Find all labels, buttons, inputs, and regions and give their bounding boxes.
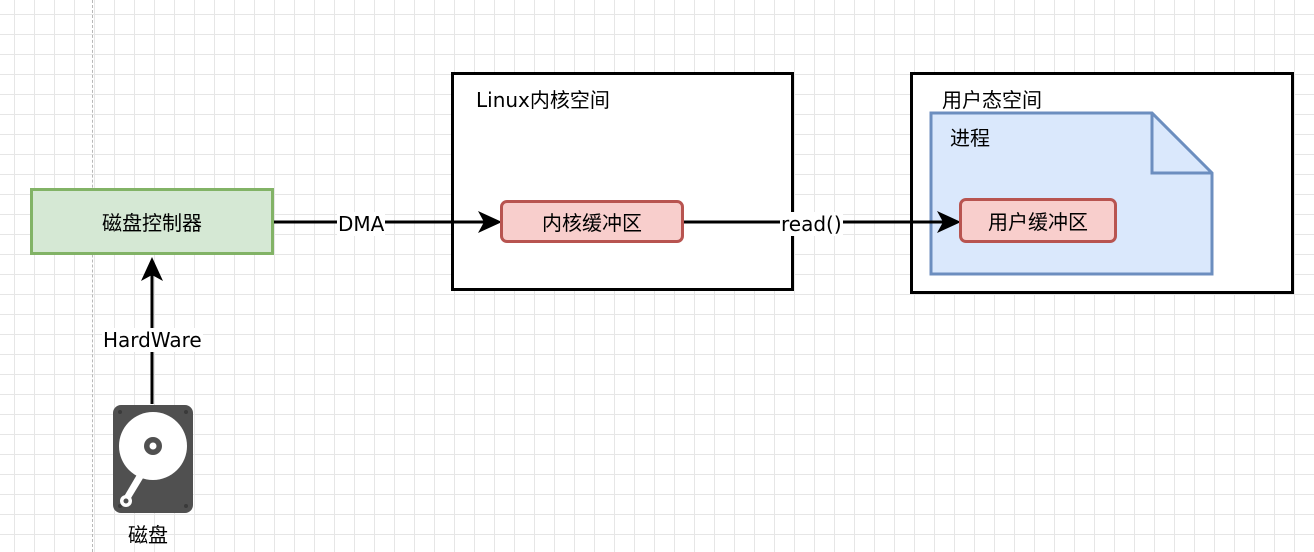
user-space-title: 用户态空间 — [942, 88, 1042, 112]
user-buffer-label: 用户缓冲区 — [988, 210, 1088, 234]
user-buffer-node[interactable]: 用户缓冲区 — [959, 198, 1117, 243]
kernel-buffer-node[interactable]: 内核缓冲区 — [500, 200, 684, 243]
disk-label: 磁盘 — [128, 523, 168, 547]
edge-dma[interactable] — [273, 211, 502, 233]
process-title: 进程 — [950, 126, 990, 150]
kernel-space-title: Linux内核空间 — [476, 88, 610, 112]
disk-controller-node[interactable]: 磁盘控制器 — [30, 188, 274, 255]
edge-label-dma: DMA — [337, 212, 386, 236]
edge-label-read: read() — [780, 212, 843, 236]
hard-disk-icon[interactable] — [112, 404, 194, 514]
kernel-buffer-label: 内核缓冲区 — [542, 211, 642, 235]
kernel-space-container[interactable] — [451, 72, 794, 291]
disk-controller-label: 磁盘控制器 — [102, 211, 202, 235]
edge-label-hardware: HardWare — [102, 328, 203, 352]
page-guide-line — [92, 0, 93, 552]
